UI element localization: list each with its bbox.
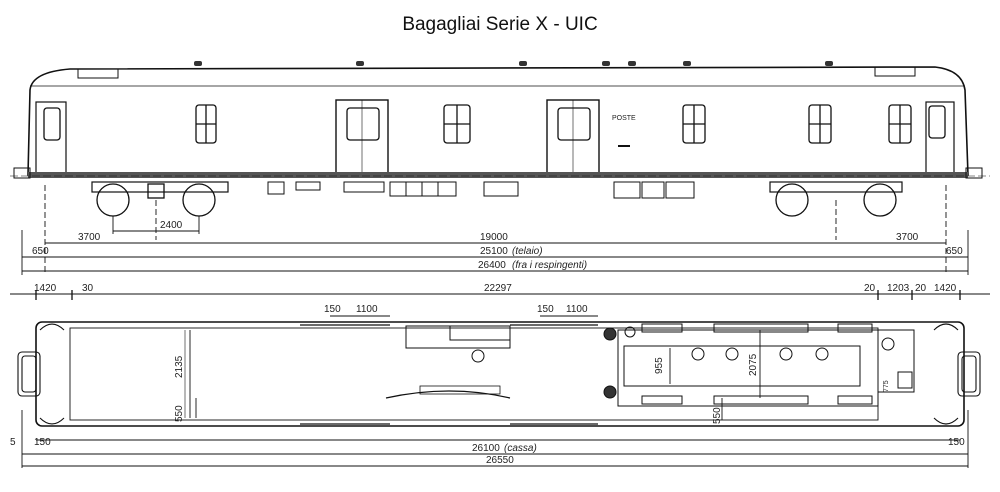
side-view: POSTE	[10, 61, 990, 217]
gangway-left	[17, 323, 65, 425]
dim-overhang-right: 650	[946, 246, 963, 257]
dim-interior-length: 22297	[484, 283, 512, 294]
dim-inner-width: 2135	[174, 355, 185, 378]
dim-end-small-right: 150	[948, 437, 965, 448]
dim-mail-width-b: 2075	[748, 353, 759, 376]
dim-buffers-length: 26400	[478, 260, 506, 271]
plan-view	[10, 290, 990, 427]
plan-dimensions	[21, 315, 969, 468]
gangway-right	[933, 323, 981, 425]
dim-end-right: 3700	[896, 232, 919, 243]
drawing-title: Bagagliai Serie X - UIC	[402, 14, 598, 35]
dim-door-gap-1: 150	[324, 304, 341, 315]
dim-side-offset-right: 550	[712, 407, 723, 424]
coach-body	[27, 66, 969, 176]
dim-left-wall: 30	[82, 283, 94, 294]
bogie-left	[91, 181, 229, 217]
dim-frame-length: 25100	[480, 246, 508, 257]
dim-end-small-left: 150	[34, 437, 51, 448]
bogie-right	[769, 181, 903, 217]
roof-vents	[194, 61, 833, 66]
dim-mail-width-a: 955	[654, 357, 665, 374]
poste-label: POSTE	[612, 115, 636, 122]
luggage-door-right	[546, 99, 600, 175]
dim-buffers-note: (fra i respingenti)	[512, 260, 587, 271]
mail-compartment	[603, 323, 879, 407]
dim-total-length: 26550	[486, 455, 514, 466]
luggage-door-left	[335, 99, 389, 175]
dim-body-note: (cassa)	[504, 443, 537, 454]
dim-toilet-length: 1203	[887, 283, 910, 294]
dim-door-width-1: 1100	[356, 304, 378, 315]
dim-toilet: 775	[883, 380, 890, 392]
dim-left-tiny: 5	[10, 437, 16, 448]
dim-body-length: 26100	[472, 443, 500, 454]
dim-door-gap-2: 150	[537, 304, 554, 315]
dim-bogie-base: 2400	[160, 220, 183, 231]
plan-doors	[300, 324, 598, 425]
dim-left-end: 1420	[34, 283, 57, 294]
dim-overhang-left: 650	[32, 246, 49, 257]
side-windows	[195, 104, 912, 144]
end-door-left	[35, 101, 67, 175]
dim-end-left: 3700	[78, 232, 101, 243]
side-dimensions	[21, 185, 969, 275]
dim-right-wall-b: 20	[915, 283, 927, 294]
dim-right-wall-a: 20	[864, 283, 876, 294]
dim-door-width-2: 1100	[566, 304, 588, 315]
dim-side-offset-left: 550	[174, 405, 185, 422]
dim-bogie-centres: 19000	[480, 232, 508, 243]
toilet-compartment	[877, 329, 915, 393]
dim-right-end: 1420	[934, 283, 957, 294]
dim-frame-note: (telaio)	[512, 246, 543, 257]
underframe-equipment	[267, 181, 695, 199]
